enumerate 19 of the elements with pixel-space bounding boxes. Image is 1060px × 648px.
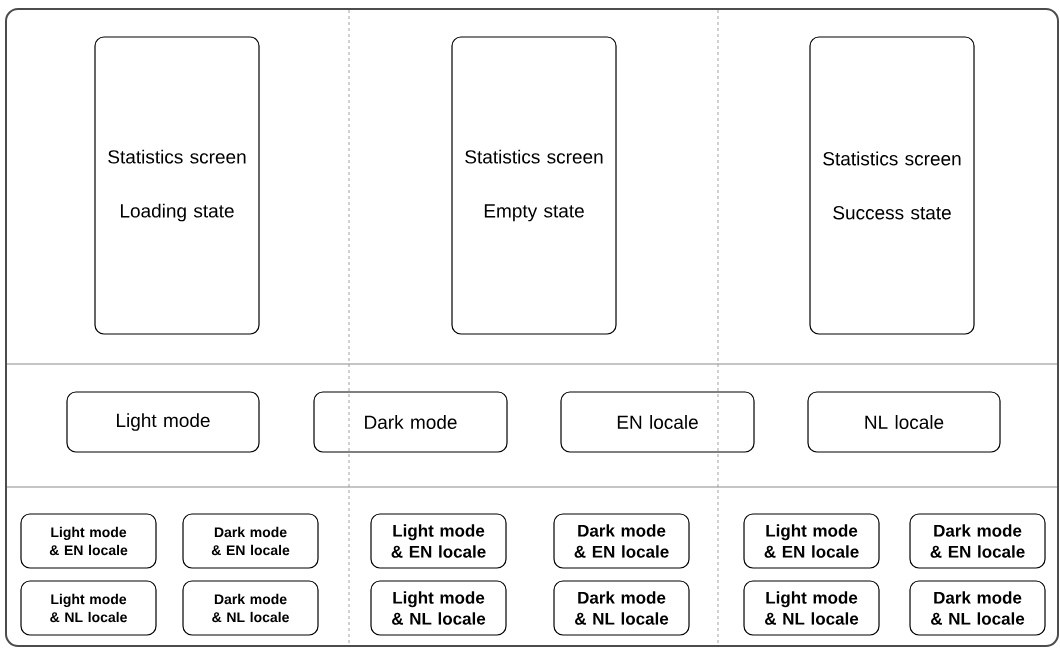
combination-box: Light mode & EN locale [743,513,880,569]
combination-box: Dark mode & NL locale [909,580,1046,636]
mode-box: EN locale [560,391,755,453]
screen-box: Statistics screen Loading state [94,36,260,335]
combination-box: Dark mode & NL locale [553,580,690,636]
screen-box: Statistics screen Success state [809,36,975,335]
combination-box: Light mode & NL locale [20,580,157,636]
screen-box: Statistics screen Empty state [451,36,617,335]
mode-box: Light mode [66,391,260,453]
combination-box: Light mode & EN locale [20,513,157,569]
combination-box: Light mode & NL locale [370,580,507,636]
combination-box: Dark mode & NL locale [182,580,319,636]
combination-box: Dark mode & EN locale [909,513,1046,569]
mode-box: Dark mode [313,391,508,453]
combination-box: Dark mode & EN locale [553,513,690,569]
combination-box: Dark mode & EN locale [182,513,319,569]
mode-box: NL locale [807,391,1001,453]
combination-box: Light mode & EN locale [370,513,507,569]
combination-box: Light mode & NL locale [743,580,880,636]
